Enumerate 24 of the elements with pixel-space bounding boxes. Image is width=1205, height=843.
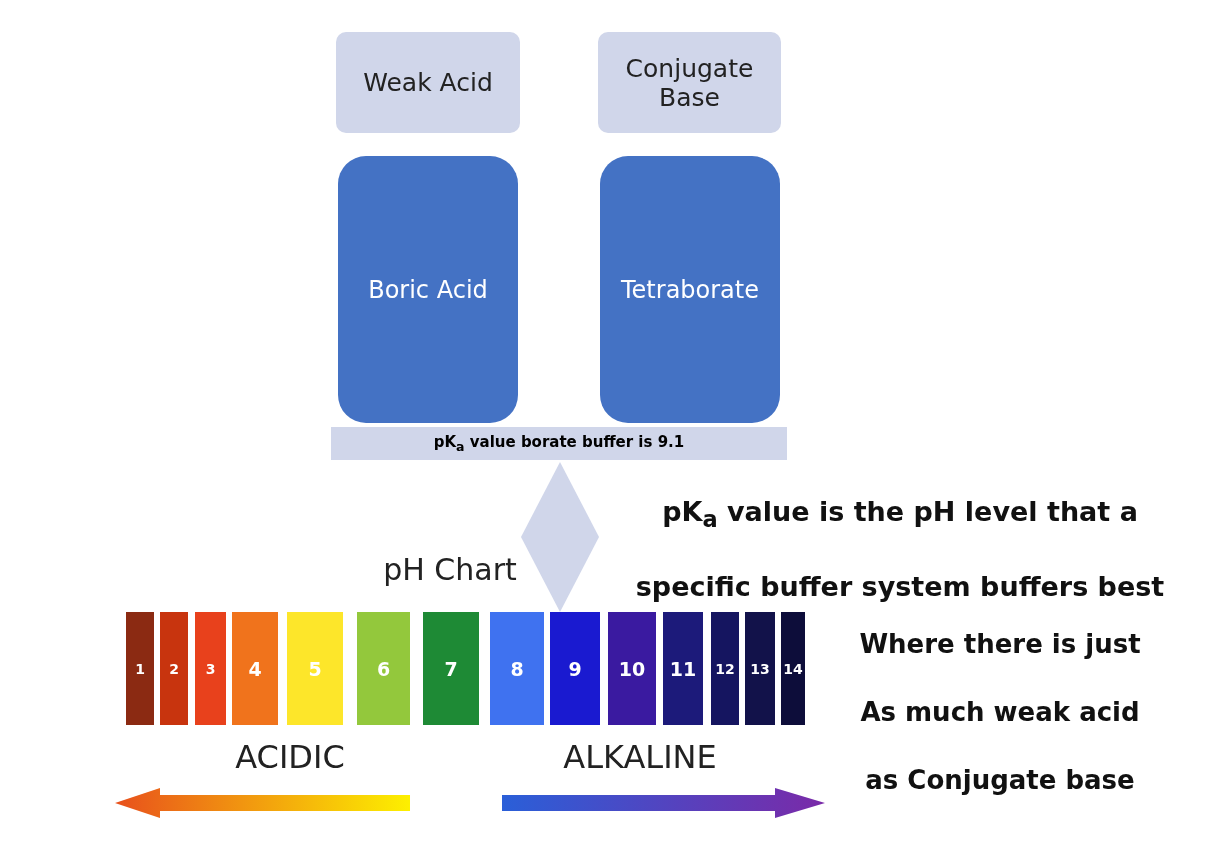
ph-scale-bar: 2: [160, 612, 188, 725]
ph-scale-bar: 13: [745, 612, 775, 725]
ph-scale-bar: 9: [550, 612, 600, 725]
ph-scale-bar: 4: [232, 612, 278, 725]
ph-scale-bar: 10: [608, 612, 656, 725]
caption-band: pK$_{a}$ value borate buffer is 9.1: [331, 427, 787, 460]
ph-scale-bar: 14: [781, 612, 805, 725]
chart-title: pH Chart: [382, 552, 518, 587]
category-box: Weak Acid: [336, 32, 520, 133]
compound-box: Tetraborate: [600, 156, 780, 423]
scale-label: ALKALINE: [562, 738, 718, 776]
ph-scale-bar: 6: [357, 612, 410, 725]
compound-box: Boric Acid: [338, 156, 518, 423]
ph-scale-bar: 12: [711, 612, 739, 725]
ph-scale-bar: 11: [663, 612, 703, 725]
category-box: Conjugate Base: [598, 32, 781, 133]
ph-scale-bar: 5: [287, 612, 343, 725]
ph-scale-bar: 7: [423, 612, 479, 725]
definition-text: pK$_{a}$ value is the pH level that a specific buffer system buffers best: [634, 495, 1166, 605]
ph-scale-bar: 8: [490, 612, 544, 725]
definition-text: Where there is just As much weak acid as Conjugate base: [858, 628, 1142, 797]
scale-label: ACIDIC: [234, 738, 346, 776]
ph-scale-bar: 3: [195, 612, 226, 725]
ph-scale-bar: 1: [126, 612, 154, 725]
